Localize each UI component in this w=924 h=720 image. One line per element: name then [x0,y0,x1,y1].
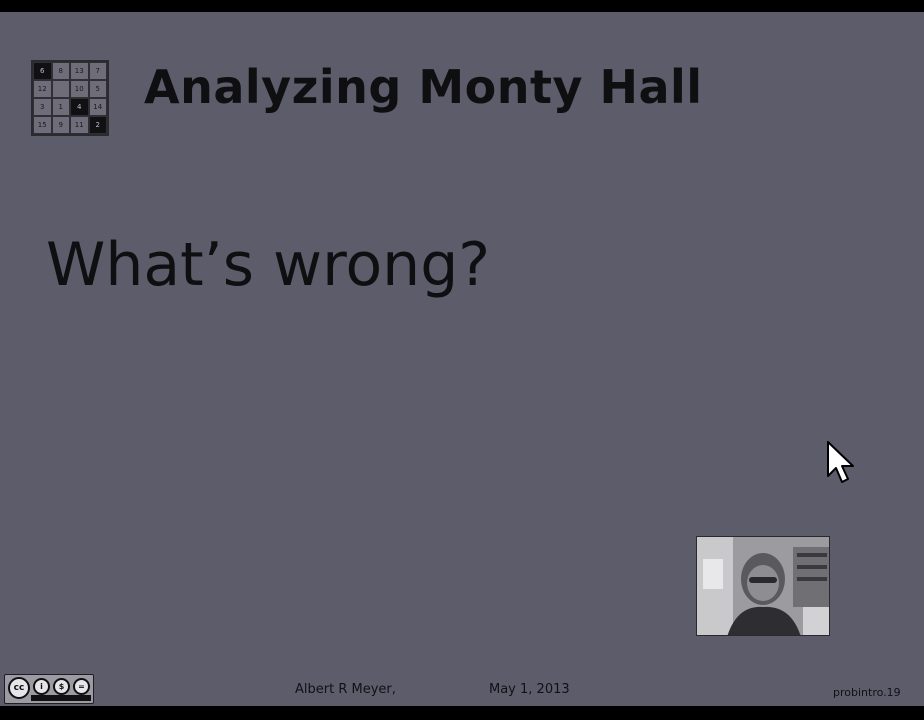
footer-slide-id: probintro.19 [833,686,901,699]
logo-cell: 6 [33,62,52,80]
logo-cell: 10 [70,80,89,98]
mouse-pointer-icon [827,441,854,483]
logo-cell: 8 [51,62,70,80]
slide-question: What’s wrong? [46,230,491,300]
slide: 6 8 13 7 12 10 5 3 1 4 14 15 9 11 2 Anal… [0,12,924,706]
puzzle-grid-logo-icon: 6 8 13 7 12 10 5 3 1 4 14 15 9 11 2 [31,60,109,136]
logo-cell: 2 [88,116,107,134]
logo-cell: 4 [70,98,89,116]
footer-date: May 1, 2013 [489,682,570,697]
slide-title: Analyzing Monty Hall [144,60,703,114]
logo-cell: 1 [51,98,70,116]
webcam-video-overlay [696,536,830,636]
logo-cell [51,80,70,98]
creative-commons-icon: cc i $ = [4,674,94,704]
presenter-video-frame [697,537,829,635]
logo-cell: 9 [51,116,70,134]
logo-cell: 15 [33,116,52,134]
logo-cell: 5 [88,80,107,98]
logo-cell: 3 [33,98,52,116]
logo-cell: 13 [70,62,89,80]
logo-cell: 7 [88,62,107,80]
logo-cell: 14 [88,98,107,116]
logo-cell: 12 [33,80,52,98]
logo-cell: 11 [70,116,89,134]
footer-author: Albert R Meyer, [295,682,396,697]
